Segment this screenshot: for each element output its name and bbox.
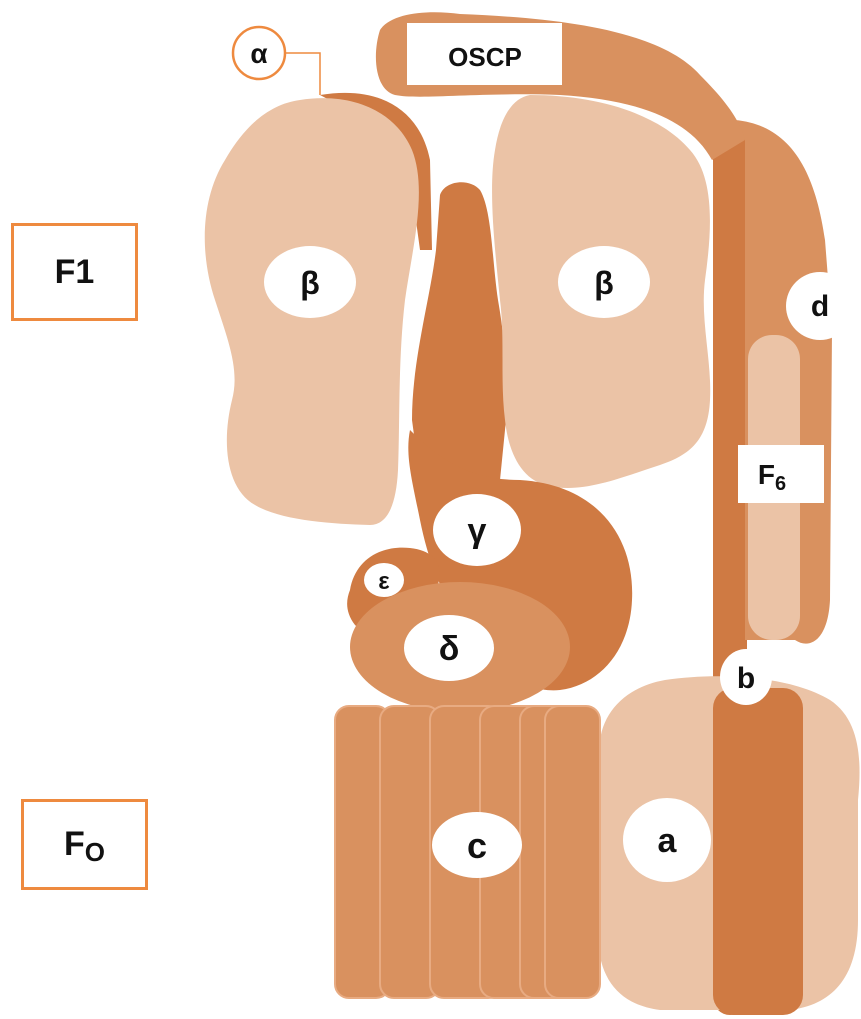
b-label: b [737,662,755,695]
fo-section-subscript: O [85,837,105,868]
b-subunit-lower-shape [713,688,803,1015]
c-ring-segment [545,706,600,998]
epsilon-label: ε [378,568,389,595]
fo-section-text: F [64,825,85,864]
f6-label-sub: 6 [775,473,786,495]
oscp-label: OSCP [448,42,522,72]
gamma-label: γ [468,512,487,550]
alpha-leader-line [285,53,320,95]
d-label: d [811,290,829,323]
f6-label-main: F [758,459,775,490]
f1-section-text: F1 [55,253,95,292]
f1-section-label: F1 [11,223,138,321]
a-label: a [658,822,678,860]
c-label: c [467,825,487,866]
delta-label: δ [439,630,460,668]
beta-right-label: β [594,265,614,301]
alpha-label: α [250,38,267,69]
beta-left-label: β [300,265,320,301]
